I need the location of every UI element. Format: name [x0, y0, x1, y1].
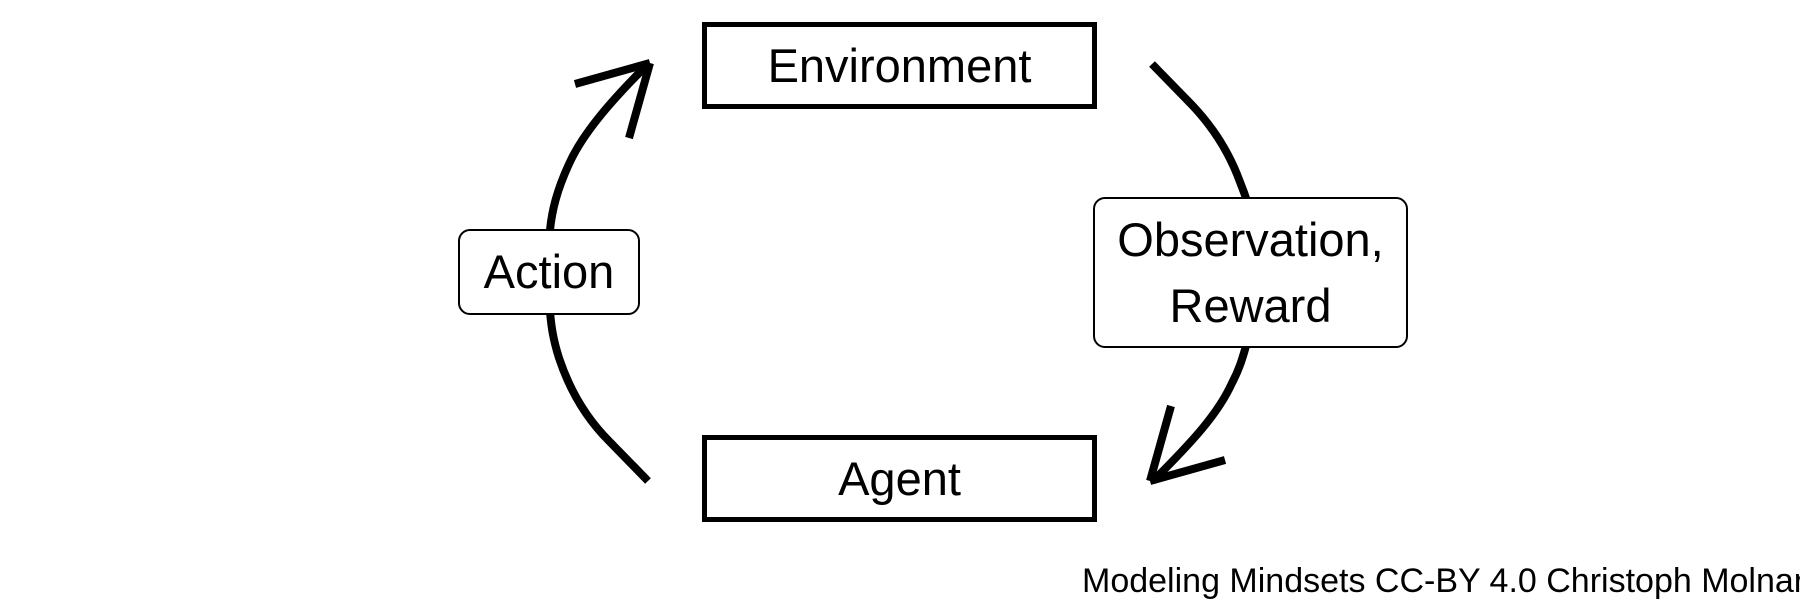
- action-arrowhead-icon: [573, 59, 654, 140]
- observation-label: Observation,: [1117, 212, 1384, 266]
- agent-label: Agent: [838, 451, 961, 505]
- observation-arrow-lower-curve: [1150, 344, 1250, 484]
- reward-label: Reward: [1169, 278, 1332, 332]
- action-arrow-upper-curve: [546, 62, 650, 231]
- credit-text: Modeling Mindsets CC-BY 4.0 Christoph Mo…: [1082, 562, 1800, 600]
- action-arrow-lower-curve: [546, 311, 651, 484]
- observation-reward-label: Observation, Reward: [1117, 207, 1383, 339]
- action-label: Action: [483, 245, 615, 299]
- environment-node: Environment: [702, 22, 1097, 109]
- observation-arrow-upper-curve: [1149, 61, 1251, 203]
- environment-label: Environment: [767, 38, 1032, 92]
- observation-arrowhead-icon: [1146, 404, 1227, 485]
- observation-reward-node: Observation, Reward: [1093, 197, 1408, 348]
- agent-node: Agent: [702, 435, 1097, 522]
- action-node: Action: [458, 229, 640, 315]
